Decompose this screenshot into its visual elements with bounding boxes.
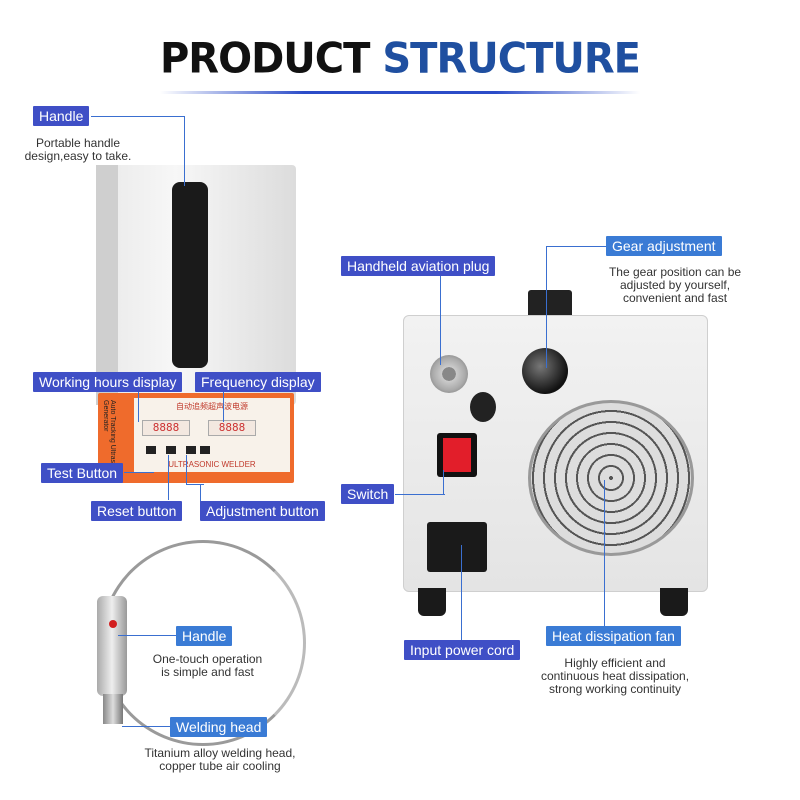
handpiece <box>97 596 127 696</box>
label-test-button: Test Button <box>41 463 124 483</box>
test-button-key[interactable] <box>146 446 156 454</box>
leader-switch-v <box>443 470 444 495</box>
desc-handle-bottom: One-touch operation is simple and fast <box>145 653 270 679</box>
label-input-power: Input power cord <box>404 640 521 660</box>
leader-gear-h <box>546 246 608 247</box>
trigger-button[interactable] <box>109 620 117 628</box>
title-underline <box>160 91 640 94</box>
leader-handle-h <box>91 116 185 117</box>
panel-title: 自动追频超声波电源 <box>176 402 248 411</box>
leader-test <box>124 472 154 473</box>
label-reset-button: Reset button <box>91 501 183 521</box>
leader-reset <box>168 455 169 500</box>
power-switch-rocker[interactable] <box>443 438 471 472</box>
leader-power <box>461 545 462 640</box>
working-hours-digits: 8888 <box>142 420 190 436</box>
leader-welding-head <box>122 726 170 727</box>
foot-right <box>660 588 688 616</box>
desc-handle-bottom-2: is simple and fast <box>161 665 254 679</box>
desc-gear-1: The gear position can be <box>608 265 742 279</box>
adjust-up-key[interactable] <box>186 446 196 454</box>
label-gear-adjustment: Gear adjustment <box>606 236 722 256</box>
label-handle-top: Handle <box>33 106 90 126</box>
foot-left <box>418 588 446 616</box>
desc-gear-2: adjusted by yourself, <box>619 278 731 292</box>
panel-side-text: Auto Tracking Ultrasonic Generator <box>102 400 116 476</box>
leader-adjust-1 <box>186 455 187 485</box>
desc-welding-2: copper tube air cooling <box>159 759 281 773</box>
machine-rear-handle <box>528 290 572 318</box>
leader-handle-v <box>184 116 185 186</box>
page-title: PRODUCT STRUCTURE <box>0 35 800 83</box>
frequency-digits: 8888 <box>208 420 256 436</box>
machine-front-side <box>96 165 118 405</box>
leader-switch <box>395 494 445 495</box>
leader-gear-v <box>546 246 547 368</box>
desc-welding-1: Titanium alloy welding head, <box>144 746 296 760</box>
leader-working-hours <box>138 392 139 422</box>
desc-handle-top-1: Portable handle <box>35 136 121 150</box>
label-adjustment-button: Adjustment button <box>200 501 325 521</box>
label-frequency: Frequency display <box>195 372 321 392</box>
welding-tip <box>103 694 123 724</box>
desc-gear-3: convenient and fast <box>622 291 728 305</box>
desc-handle-bottom-1: One-touch operation <box>152 652 263 666</box>
gear-knob[interactable] <box>522 348 568 394</box>
desc-welding-head: Titanium alloy welding head, copper tube… <box>130 747 310 773</box>
desc-heat-fan: Highly efficient and continuous heat dis… <box>520 657 710 696</box>
cooling-fan <box>528 400 694 556</box>
desc-handle-top: Portable handle design,easy to take. <box>20 137 136 163</box>
reset-button-key[interactable] <box>166 446 176 454</box>
leader-handle-bottom <box>118 635 176 636</box>
power-socket[interactable] <box>427 522 487 572</box>
label-working-hours: Working hours display <box>33 372 183 392</box>
adjust-down-key[interactable] <box>200 446 210 454</box>
label-switch: Switch <box>341 484 395 504</box>
plug-cap <box>470 392 496 422</box>
title-part-2: STRUCTURE <box>382 34 641 84</box>
carry-handle <box>172 182 208 368</box>
leader-frequency <box>223 392 224 422</box>
desc-fan-1: Highly efficient and <box>564 656 666 670</box>
label-handheld-plug: Handheld aviation plug <box>341 256 496 276</box>
leader-adjust-2 <box>186 484 204 485</box>
leader-adjust-3 <box>200 484 201 502</box>
panel-brand: ULTRASONIC WELDER <box>168 460 256 469</box>
desc-fan-3: strong working continuity <box>548 682 682 696</box>
aviation-plug[interactable] <box>430 355 468 393</box>
leader-plug <box>440 275 441 365</box>
label-handle-bottom: Handle <box>176 626 233 646</box>
desc-gear-adjustment: The gear position can be adjusted by you… <box>590 266 760 305</box>
label-welding-head: Welding head <box>170 717 268 737</box>
leader-fan <box>604 480 605 630</box>
label-heat-fan: Heat dissipation fan <box>546 626 681 646</box>
desc-handle-top-2: design,easy to take. <box>24 149 132 163</box>
title-part-1: PRODUCT <box>159 34 370 84</box>
desc-fan-2: continuous heat dissipation, <box>540 669 690 683</box>
